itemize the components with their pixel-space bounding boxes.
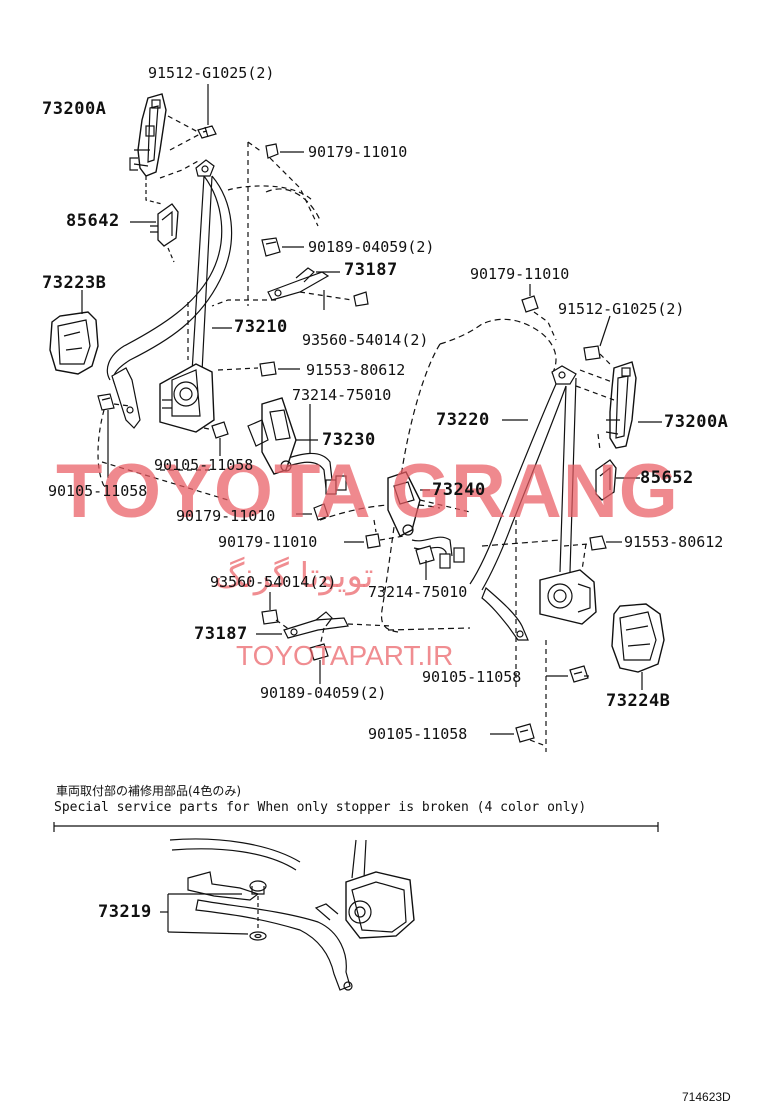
label-73240: 73240: [432, 480, 486, 500]
label-90105-a: 90105-11058: [154, 456, 254, 474]
label-73230: 73230: [322, 430, 376, 450]
label-73187-top: 73187: [344, 260, 398, 280]
part-90105-bolt-left-b: [97, 393, 115, 411]
part-90189-clip-low: [309, 643, 329, 684]
label-90105-c: 90105-11058: [422, 668, 522, 686]
note-japanese: 車両取付部の補修用部品(4色のみ): [56, 784, 241, 798]
label-90179-top: 90179-11010: [308, 143, 408, 161]
inset-73219-stopper-parts: [160, 838, 415, 991]
label-73200A-right: 73200A: [664, 412, 729, 432]
label-73210: 73210: [234, 317, 288, 337]
part-91553-bolt-right: [589, 535, 622, 551]
label-91553-right: 91553-80612: [624, 533, 724, 551]
label-90105-d: 90105-11058: [368, 725, 468, 743]
label-73219: 73219: [98, 902, 152, 922]
part-73210-front-belt: [106, 159, 233, 433]
label-93560-low: 93560-54014(2): [210, 573, 337, 591]
watermark-main: TOYOTA GRANG: [56, 449, 679, 534]
part-93560-bolt-low: [261, 592, 279, 625]
part-90105-bolt-right-c: [546, 665, 589, 683]
inset-bracket-line: [53, 822, 659, 832]
part-85652-switch: [595, 459, 640, 501]
part-73240-buckle: [387, 471, 430, 537]
label-85642: 85642: [66, 211, 120, 231]
part-90105-bolt-left-a: [211, 421, 229, 456]
part-90189-clip-top: [261, 237, 304, 257]
part-73223B-cover: [49, 290, 99, 375]
watermark-url: TOYOTAPART.IR: [236, 640, 454, 671]
label-90179-mid: 90179-11010: [176, 507, 276, 525]
label-73223B: 73223B: [42, 273, 107, 293]
part-73220-rear-belt: [469, 365, 597, 641]
part-85642-switch: [130, 203, 179, 247]
part-90179-nut-top: [265, 143, 304, 159]
label-73214-low: 73214-75010: [368, 583, 468, 601]
part-73200A-right-adjuster: [605, 361, 662, 449]
label-73214-top: 73214-75010: [292, 386, 392, 404]
part-73200A-left-adjuster: [129, 93, 167, 177]
label-73200A-left: 73200A: [42, 99, 107, 119]
label-91553-left: 91553-80612: [306, 361, 406, 379]
label-73220: 73220: [436, 410, 490, 430]
label-90189-low: 90189-04059(2): [260, 684, 387, 702]
label-91512-right: 91512-G1025(2): [558, 300, 685, 318]
part-90179-nut-mid: [344, 533, 381, 549]
label-73187-low: 73187: [194, 624, 248, 644]
watermark-persian: تویوتا گرنگ: [214, 556, 374, 596]
label-91512-top: 91512-G1025(2): [148, 64, 275, 82]
part-93560-bolt-top: [323, 290, 369, 310]
label-90105-b: 90105-11058: [48, 482, 148, 500]
part-91512-bolt-right: [583, 315, 611, 361]
part-91553-bolt-left: [259, 361, 300, 377]
part-91512-bolt-top: [197, 84, 217, 139]
part-73214-wire-low: [411, 536, 465, 580]
note-english: Special service parts for When only stop…: [54, 800, 587, 815]
part-73187-bracket-top: [267, 267, 340, 301]
label-73224B: 73224B: [606, 691, 671, 711]
part-73230-buckle: [247, 397, 318, 475]
label-90179-right: 90179-11010: [470, 265, 570, 283]
label-90189-top: 90189-04059(2): [308, 238, 435, 256]
part-73224B-cover: [611, 603, 665, 690]
part-90179-nut-right: [521, 284, 539, 313]
label-90179-low: 90179-11010: [218, 533, 318, 551]
label-85652: 85652: [640, 468, 694, 488]
part-90105-bolt-right-d: [490, 723, 535, 743]
part-90179-nut-left: [296, 503, 329, 521]
part-73187-bracket-low: [256, 611, 349, 639]
diagram-id: 714623D: [682, 1090, 731, 1104]
label-93560-top: 93560-54014(2): [302, 331, 429, 349]
